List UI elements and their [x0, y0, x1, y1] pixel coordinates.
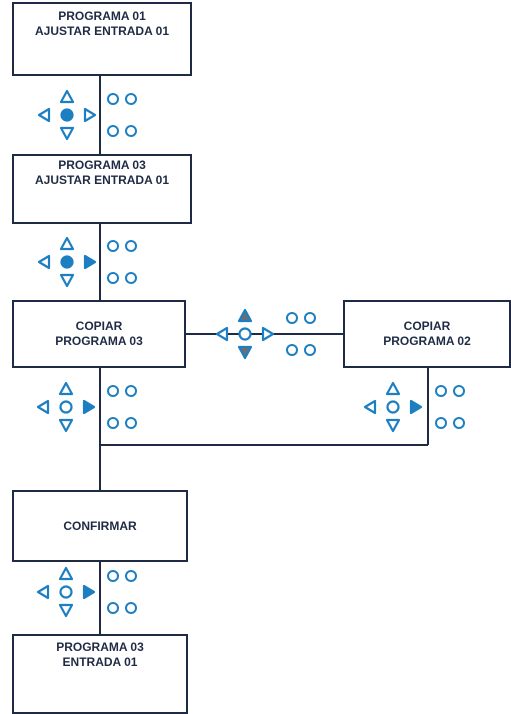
arrow-up-icon — [237, 308, 253, 323]
step-box-programa-03-entrada: PROGRAMA 03 ENTRADA 01 — [12, 634, 188, 714]
indicator-dot-icon — [125, 417, 137, 429]
center-button-icon — [59, 400, 73, 414]
indicator-dot-icon — [107, 93, 119, 105]
indicator-dot-icon — [286, 344, 298, 356]
keypad-4 — [36, 381, 137, 433]
indicator-dot-icon — [453, 417, 465, 429]
indicator-dot-icon — [107, 125, 119, 137]
keypad-5 — [363, 381, 465, 433]
indicator-dot-icon — [125, 385, 137, 397]
keypad-1 — [37, 89, 137, 141]
indicator-dot-icon — [107, 240, 119, 252]
arrow-down-icon — [59, 126, 75, 141]
indicator-dot-icon — [107, 417, 119, 429]
step-box-copiar-programa-03: COPIAR PROGRAMA 03 — [12, 300, 186, 368]
arrow-left-icon — [37, 107, 51, 123]
arrow-up-icon — [59, 89, 75, 104]
arrow-right-icon — [82, 399, 96, 415]
center-button-icon — [59, 585, 73, 599]
arrow-left-icon — [363, 399, 377, 415]
step-box-copiar-programa-02: COPIAR PROGRAMA 02 — [343, 300, 511, 368]
indicator-dot-icon — [125, 93, 137, 105]
arrow-down-icon — [58, 603, 74, 618]
indicator-dot-icon — [453, 385, 465, 397]
center-button-icon — [60, 108, 74, 122]
indicator-dot-icon — [107, 602, 119, 614]
indicator-dot-icon — [304, 312, 316, 324]
step-subtitle: PROGRAMA 02 — [383, 334, 471, 348]
indicator-dot-icon — [125, 570, 137, 582]
keypad-3 — [215, 308, 316, 360]
arrow-down-icon — [385, 418, 401, 433]
arrow-left-icon — [215, 326, 229, 342]
step-box-confirmar: CONFIRMAR — [12, 490, 188, 562]
arrow-down-icon — [58, 418, 74, 433]
center-button-icon — [60, 255, 74, 269]
arrow-right-icon — [83, 254, 97, 270]
step-subtitle: ENTRADA 01 — [62, 655, 138, 669]
indicator-dot-icon — [125, 125, 137, 137]
arrow-down-icon — [59, 273, 75, 288]
indicator-dot-icon — [304, 344, 316, 356]
indicator-dot-icon — [107, 570, 119, 582]
arrow-left-icon — [36, 399, 50, 415]
step-subtitle: PROGRAMA 03 — [55, 334, 143, 348]
step-title: PROGRAMA 03 — [58, 158, 146, 172]
indicator-dot-icon — [125, 602, 137, 614]
step-title: PROGRAMA 03 — [56, 640, 144, 654]
arrow-up-icon — [385, 381, 401, 396]
arrow-left-icon — [36, 584, 50, 600]
arrow-down-icon — [237, 345, 253, 360]
step-title: CONFIRMAR — [63, 519, 137, 533]
arrow-up-icon — [59, 236, 75, 251]
arrow-up-icon — [58, 566, 74, 581]
arrow-right-icon — [261, 326, 275, 342]
step-subtitle: AJUSTAR ENTRADA 01 — [34, 24, 169, 38]
arrow-right-icon — [83, 107, 97, 123]
step-box-programa-03-ajustar: PROGRAMA 03 AJUSTAR ENTRADA 01 — [12, 154, 192, 224]
arrow-right-icon — [82, 584, 96, 600]
indicator-dot-icon — [125, 240, 137, 252]
step-title: PROGRAMA 01 — [58, 9, 146, 23]
indicator-dot-icon — [435, 385, 447, 397]
arrow-right-icon — [409, 399, 423, 415]
step-subtitle: AJUSTAR ENTRADA 01 — [34, 173, 169, 187]
step-title: COPIAR — [403, 319, 451, 333]
arrow-left-icon — [37, 254, 51, 270]
arrow-up-icon — [58, 381, 74, 396]
center-button-icon — [386, 400, 400, 414]
indicator-dot-icon — [125, 272, 137, 284]
keypad-2 — [37, 236, 137, 288]
center-button-icon — [238, 327, 252, 341]
indicator-dot-icon — [107, 272, 119, 284]
step-title: COPIAR — [75, 319, 123, 333]
keypad-6 — [36, 566, 137, 618]
indicator-dot-icon — [107, 385, 119, 397]
indicator-dot-icon — [286, 312, 298, 324]
indicator-dot-icon — [435, 417, 447, 429]
step-box-programa-01: PROGRAMA 01 AJUSTAR ENTRADA 01 — [12, 2, 192, 76]
